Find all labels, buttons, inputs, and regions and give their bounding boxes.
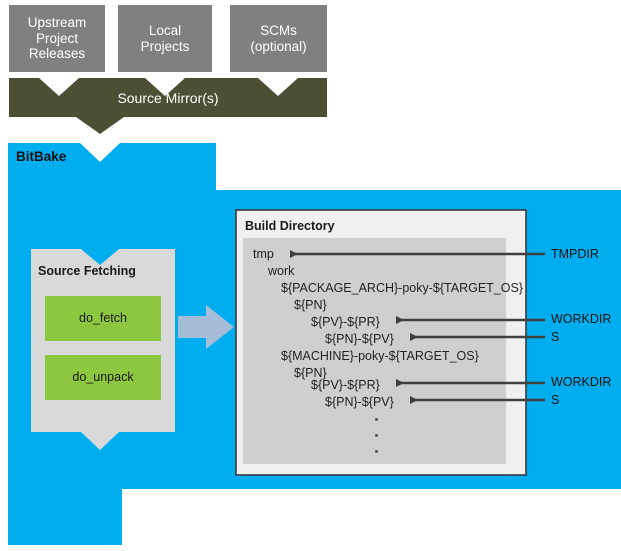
fetch-to-build-arrow [178,305,234,349]
tree-line-2: ${PACKAGE_ARCH}-poky-${TARGET_OS} [281,281,523,295]
variable-label-workdir-1: WORKDIR [551,312,612,326]
mirror-notch-scms [258,78,298,96]
task-box-do-fetch [45,296,161,341]
source-line: SCMs [260,22,297,38]
tree-line-6: ${MACHINE}-poky-${TARGET_OS} [281,349,479,363]
tree-line-4: ${PV}-${PR} [311,315,380,329]
tree-line-9: ${PN}-${PV} [325,395,394,409]
source-line: (optional) [250,38,307,54]
tree-line-8: ${PV}-${PR} [311,378,380,392]
tree-line-1: work [268,264,295,278]
bitbake-label: BitBake [16,149,67,165]
bitbake-inlet-notch [80,143,120,162]
variable-label-workdir-2: WORKDIR [551,375,612,389]
source-box-upstream [9,5,105,72]
task-label-do-fetch: do_fetch [79,311,127,326]
ellipsis-dot [375,418,378,421]
tree-line-3: ${PN} [294,298,327,312]
mirror-notch-upstream [39,78,79,96]
source-line: Project [35,30,78,46]
tree-line-0: tmp [253,247,274,261]
ellipsis-dot [375,450,378,453]
source-fetching-title: Source Fetching [38,263,136,278]
source-box-local [118,5,212,72]
ellipsis-dot [375,434,378,437]
source-label-scms: SCMs (optional) [230,5,327,72]
task-label-do-unpack: do_unpack [72,370,134,385]
variable-label-s-2: S [551,393,560,407]
source-mirror-bar [9,78,327,134]
tree-line-5: ${PN}-${PV} [325,332,394,346]
mirror-notch-local [145,78,185,96]
variable-label-s-1: S [551,330,560,344]
variable-label-tmpdir: TMPDIR [551,247,599,261]
task-box-do-unpack [45,355,161,400]
source-mirror-label: Source Mirror(s) [117,90,219,107]
build-directory-title: Build Directory [245,218,335,233]
source-line: Releases [28,46,86,62]
tree-line-7: ${PN} [294,366,327,380]
source-line: Local [148,22,182,38]
source-line: Projects [140,38,190,54]
source-box-scms [230,5,327,72]
build-directory-tree-panel [243,238,506,464]
source-label-local: Local Projects [118,5,212,72]
source-label-upstream: Upstream Project Releases [9,5,105,72]
source-line: Upstream [27,14,87,30]
